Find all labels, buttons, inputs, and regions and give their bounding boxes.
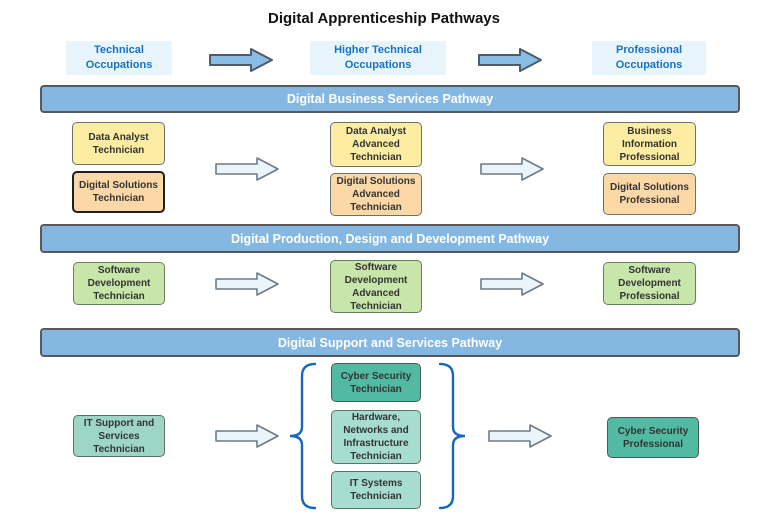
- box-digital-solutions-technician: Digital Solutions Technician: [72, 171, 165, 213]
- right-arrow-icon: [480, 157, 544, 181]
- stage-header-higher-technical: Higher Technical Occupations: [310, 41, 446, 75]
- stage-header-professional: Professional Occupations: [592, 41, 706, 75]
- box-data-analyst-advanced-technician: Data Analyst Advanced Technician: [330, 122, 422, 167]
- box-software-development-professional: Software Development Professional: [603, 262, 696, 305]
- box-business-information-professional: Business Information Professional: [603, 122, 696, 166]
- box-data-analyst-technician: Data Analyst Technician: [72, 122, 165, 165]
- right-arrow-icon: [209, 48, 273, 72]
- diagram-title: Digital Apprenticeship Pathways: [268, 10, 500, 27]
- box-software-development-technician: Software Development Technician: [73, 262, 165, 305]
- box-digital-solutions-professional: Digital Solutions Professional: [603, 173, 696, 215]
- right-arrow-icon: [215, 424, 279, 448]
- box-hardware-networks-infrastructure-technician: Hardware, Networks and Infrastructure Te…: [331, 410, 421, 464]
- right-arrow-icon: [488, 424, 552, 448]
- right-arrow-icon: [215, 157, 279, 181]
- box-digital-solutions-advanced-technician: Digital Solutions Advanced Technician: [330, 173, 422, 216]
- box-cyber-security-professional: Cyber Security Professional: [607, 417, 699, 458]
- box-cyber-security-technician: Cyber Security Technician: [331, 363, 421, 402]
- box-it-support-services-technician: IT Support and Services Technician: [73, 415, 165, 457]
- box-software-development-advanced-technician: Software Development Advanced Technician: [330, 260, 422, 313]
- right-arrow-icon: [478, 48, 542, 72]
- right-curly-brace-icon: [438, 362, 466, 510]
- stage-header-technical: Technical Occupations: [66, 41, 172, 75]
- box-it-systems-technician: IT Systems Technician: [331, 471, 421, 509]
- left-curly-brace-icon: [289, 362, 317, 510]
- band-business-services: Digital Business Services Pathway: [40, 85, 740, 113]
- right-arrow-icon: [215, 272, 279, 296]
- band-support-services: Digital Support and Services Pathway: [40, 328, 740, 357]
- right-arrow-icon: [480, 272, 544, 296]
- band-production-design-development: Digital Production, Design and Developme…: [40, 224, 740, 253]
